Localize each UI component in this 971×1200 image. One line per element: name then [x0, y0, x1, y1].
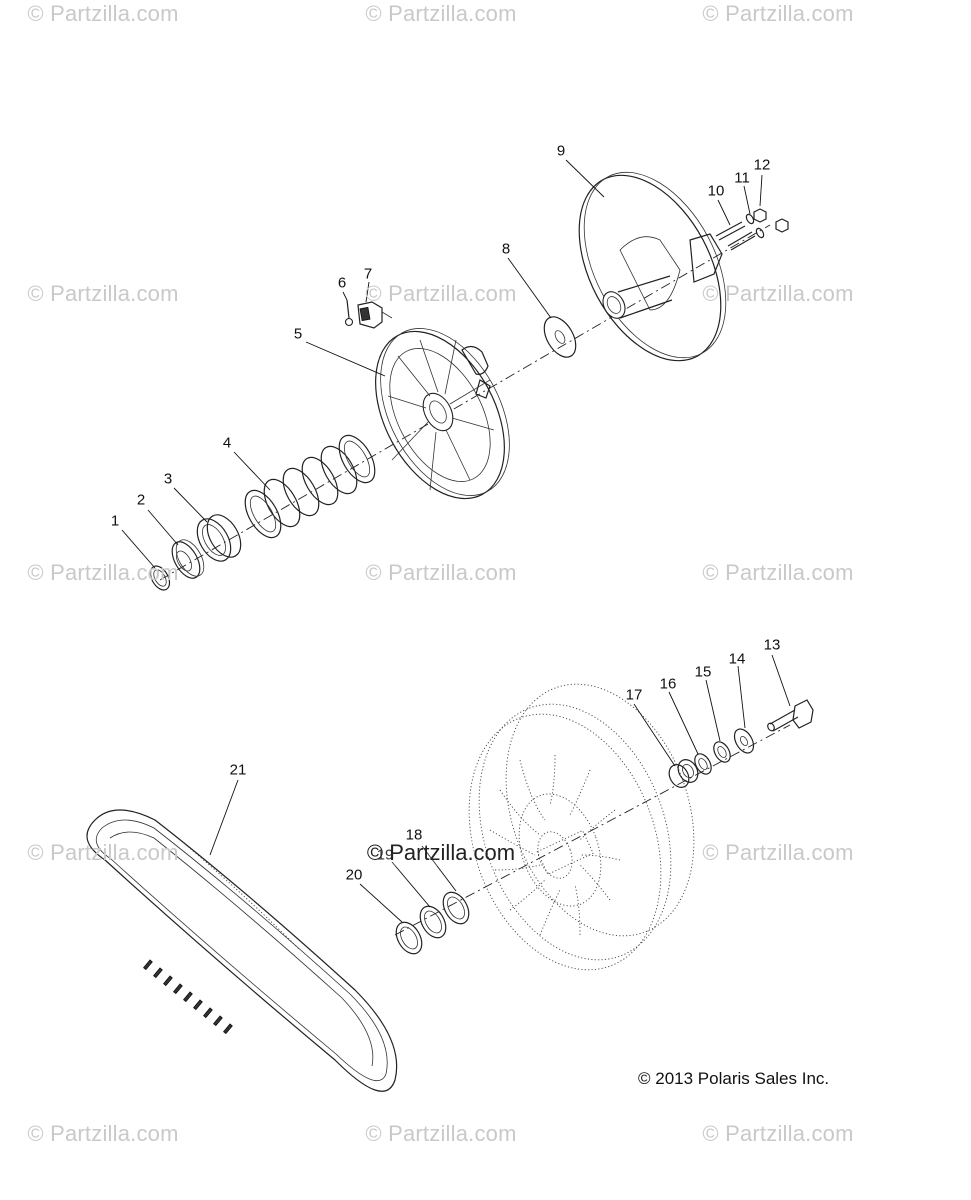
callout-6: 6	[337, 274, 347, 292]
callout-3: 3	[163, 470, 173, 488]
callout-5: 5	[293, 325, 303, 343]
callout-12: 12	[753, 156, 771, 174]
watermark: © Partzilla.com	[27, 560, 179, 585]
callout-18: 18	[405, 826, 423, 844]
washer-icon	[694, 753, 712, 775]
bolt-icon	[767, 699, 814, 732]
ring-icon	[419, 905, 447, 939]
screw-icon	[344, 299, 354, 327]
callout-21: 21	[229, 761, 247, 779]
callout-19: 19	[376, 846, 394, 864]
callout-20: 20	[345, 866, 363, 884]
watermark: © Partzilla.com	[365, 281, 517, 306]
washer-icon	[543, 316, 577, 358]
watermark-center: © Partzilla.com	[366, 840, 516, 866]
watermark: © Partzilla.com	[702, 560, 854, 585]
copyright-notice: © 2013 Polaris Sales Inc.	[638, 1069, 830, 1088]
callout-14: 14	[728, 650, 746, 668]
callout-7: 7	[363, 265, 373, 283]
washer-icon	[745, 213, 765, 239]
callout-15: 15	[694, 663, 712, 681]
driven-clutch-sheave-icon	[468, 683, 695, 971]
watermark: © Partzilla.com	[365, 1121, 517, 1146]
watermark: © Partzilla.com	[702, 1121, 854, 1146]
moveable-sheave-icon	[375, 328, 510, 500]
callout-16: 16	[659, 675, 677, 693]
watermark: © Partzilla.com	[365, 560, 517, 585]
washer-icon	[733, 728, 755, 754]
watermark: © Partzilla.com	[27, 281, 179, 306]
watermark: © Partzilla.com	[365, 1, 517, 26]
drive-belt-icon	[86, 809, 398, 1092]
pin-icon	[715, 221, 756, 251]
spring-retainer-icon	[196, 514, 242, 562]
callout-1: 1	[110, 512, 120, 530]
upper-assembly-axis	[159, 224, 771, 581]
roller-button-icon	[357, 301, 393, 329]
watermark: © Partzilla.com	[27, 1121, 179, 1146]
nut-icon	[753, 208, 789, 233]
callout-2: 2	[136, 491, 146, 509]
stationary-sheave-icon	[578, 171, 727, 362]
watermark: © Partzilla.com	[702, 840, 854, 865]
watermark: © Partzilla.com	[27, 840, 179, 865]
washer-icon	[713, 741, 731, 763]
watermark: © Partzilla.com	[27, 1, 179, 26]
watermark: © Partzilla.com	[702, 1, 854, 26]
bushing-spacer-icon	[668, 759, 699, 788]
callout-10: 10	[707, 182, 725, 200]
ring-icon	[395, 921, 423, 955]
leader-lines	[121, 159, 791, 923]
callout-17: 17	[625, 686, 643, 704]
watermark: © Partzilla.com	[702, 281, 854, 306]
callout-13: 13	[763, 636, 781, 654]
callout-9: 9	[556, 142, 566, 160]
callout-4: 4	[222, 434, 232, 452]
ring-icon	[442, 891, 470, 925]
compression-spring-icon	[244, 434, 376, 539]
callout-8: 8	[501, 240, 511, 258]
callout-11: 11	[734, 169, 750, 187]
